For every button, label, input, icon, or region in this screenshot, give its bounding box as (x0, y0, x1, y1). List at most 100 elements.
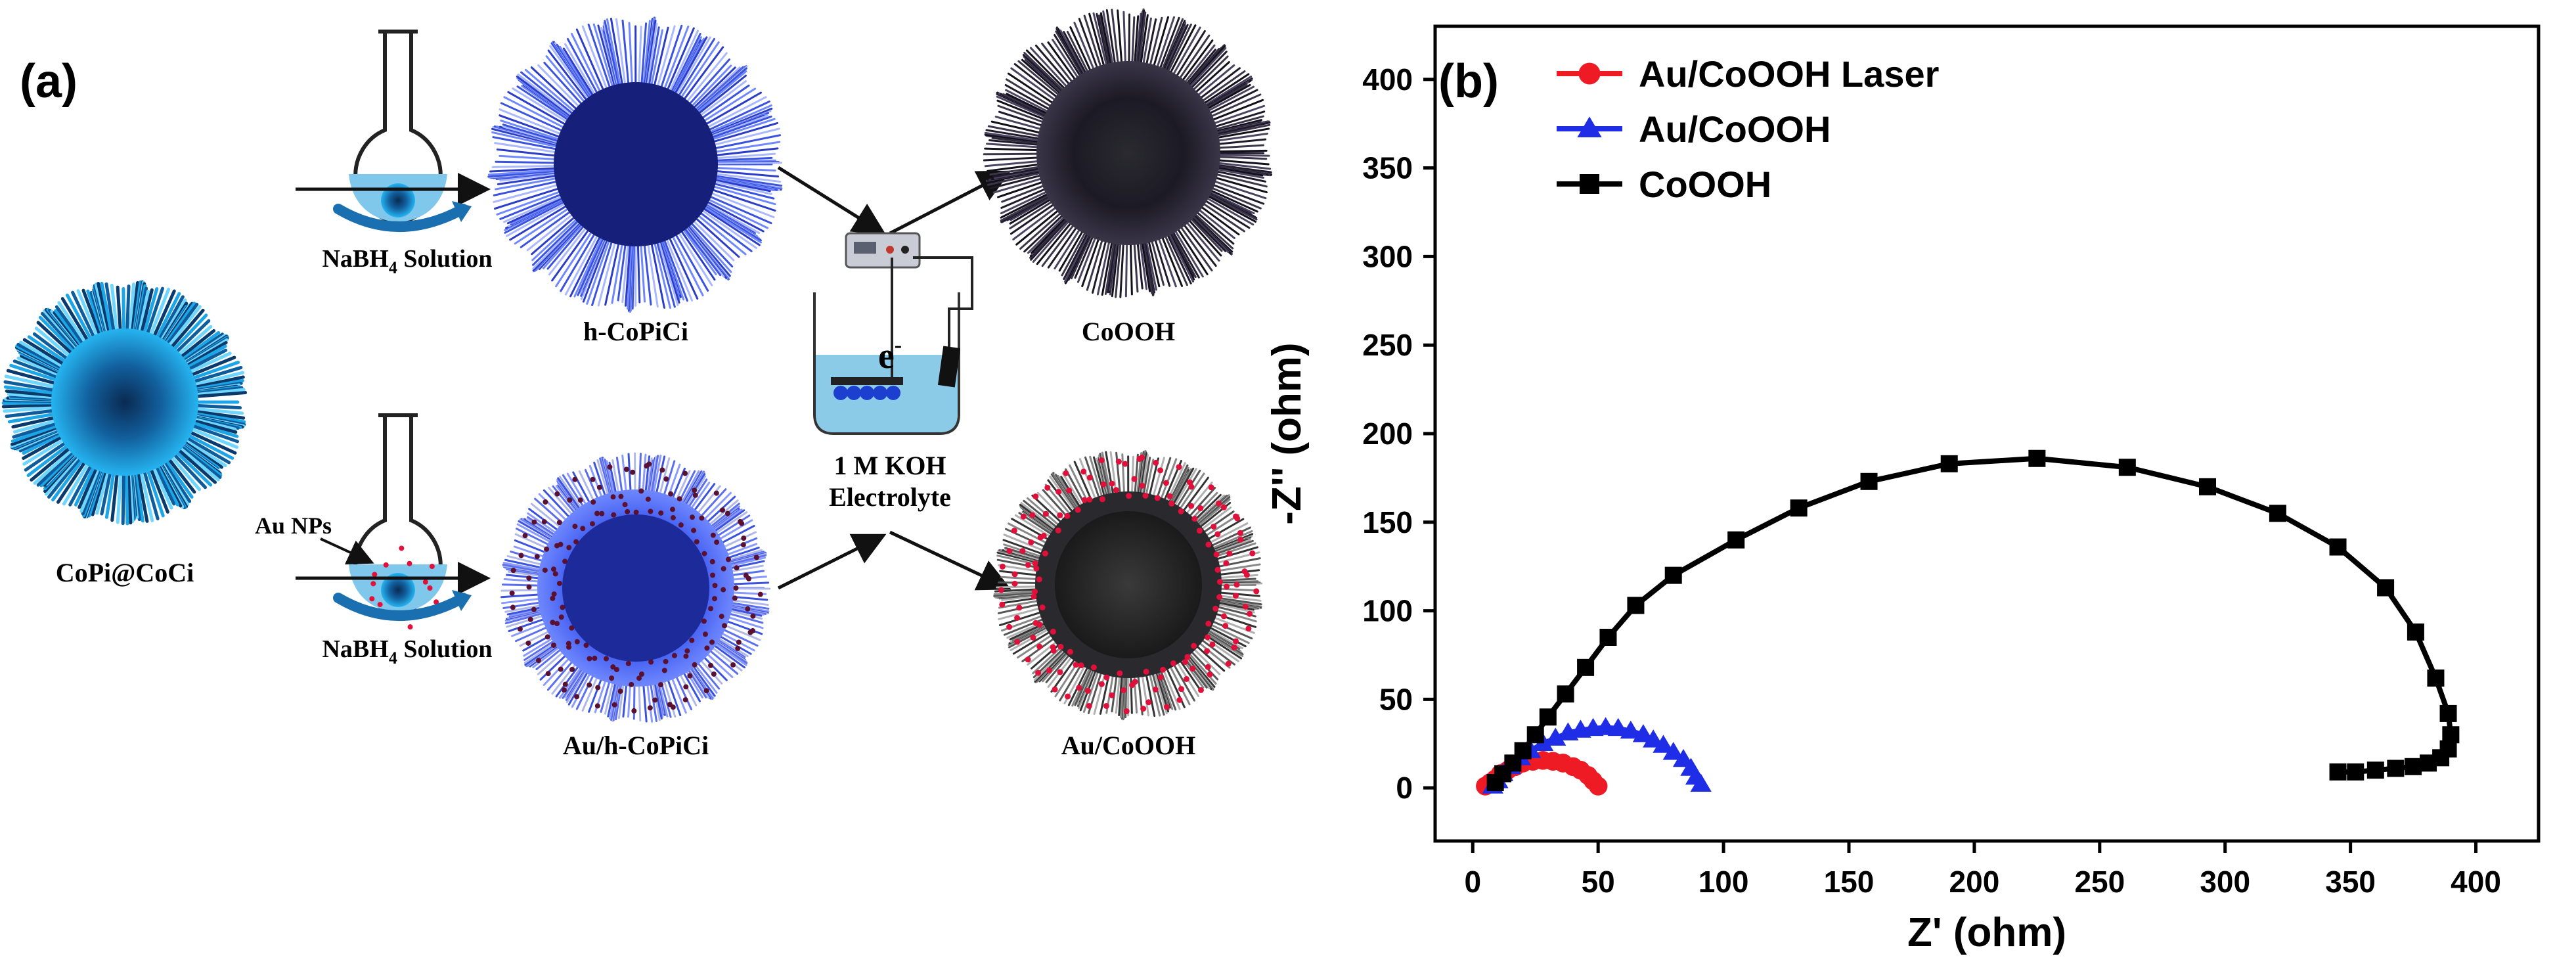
gold-nanoparticle (683, 684, 689, 690)
gold-nanoparticle (703, 688, 709, 694)
au-h-copici-label: Au/h-CoPiCi (563, 731, 709, 760)
gold-nanoparticle (687, 673, 693, 679)
gold-nanoparticle (719, 614, 724, 620)
gold-nanoparticle (590, 476, 596, 482)
gold-nanoparticle (663, 476, 669, 482)
panel-b-label: (b) (1438, 55, 1499, 108)
stirring-arrowhead-top (452, 201, 472, 222)
gold-nanoparticle (1025, 562, 1031, 568)
gold-nanoparticle (562, 681, 568, 687)
gold-nanoparticle (721, 566, 726, 572)
y-tick-label: 300 (1362, 239, 1413, 273)
legend-label: Au/CoOOH (1639, 108, 1831, 150)
gold-nanoparticle (704, 645, 710, 651)
gold-nanoparticle (625, 509, 631, 514)
electrolyte-label-line2: Electrolyte (829, 482, 951, 512)
gold-nanoparticle (1152, 686, 1159, 693)
gold-nanoparticle (544, 546, 550, 552)
gold-nanoparticle (1016, 604, 1023, 611)
gold-nanoparticle (720, 507, 726, 513)
gold-nanoparticle (1234, 515, 1241, 522)
gold-nanoparticle (1188, 484, 1195, 490)
gold-nanoparticle (661, 668, 667, 673)
gold-nanoparticle (1086, 474, 1093, 481)
gold-nanoparticle (518, 553, 524, 558)
gold-nanoparticle (1042, 511, 1049, 517)
gold-nanoparticle (1057, 643, 1064, 650)
gold-nanoparticle (1030, 634, 1036, 641)
gold-nanoparticle (558, 614, 564, 620)
gold-nanoparticle (708, 606, 714, 612)
x-tick-label: 200 (1949, 865, 2000, 899)
flask-particle (381, 183, 415, 217)
gold-nanoparticle (562, 558, 568, 564)
data-point (1578, 62, 1601, 85)
gold-nanoparticle (1160, 666, 1166, 673)
gold-nanoparticle (1011, 528, 1017, 534)
gold-nanoparticle (645, 496, 651, 502)
plot-frame (1433, 24, 2541, 843)
gold-nanoparticle (747, 629, 753, 635)
gold-nanoparticle (611, 512, 617, 518)
gold-nanoparticle (517, 626, 523, 632)
gold-nanoparticle (1109, 480, 1115, 487)
gold-nanoparticle (1224, 583, 1230, 590)
gold-nanoparticle (618, 493, 624, 499)
precursor-core (51, 329, 198, 476)
gold-nanoparticle (1117, 670, 1123, 677)
gold-nanoparticle (1078, 662, 1084, 669)
gold-nanoparticle (730, 662, 736, 668)
gold-nanoparticle (1086, 702, 1092, 709)
catalyst-particle (886, 386, 900, 400)
gold-nanoparticle (525, 640, 531, 646)
gold-nanoparticle (625, 660, 631, 666)
gold-nanoparticle (1139, 454, 1145, 461)
gold-nanoparticle (550, 566, 556, 572)
gold-nanoparticle (1205, 541, 1212, 548)
y-tick-label: 100 (1362, 594, 1413, 628)
h-copici-core (554, 82, 718, 246)
data-point (2347, 763, 2365, 781)
data-point (2329, 538, 2347, 556)
copici-precursor-sphere (1, 280, 248, 526)
data-point (1580, 174, 1599, 194)
legend-entry: CoOOH (1557, 164, 1771, 205)
gold-nanoparticle (1176, 464, 1182, 470)
gold-nanoparticle (558, 666, 564, 672)
catalyst-particle (860, 386, 874, 400)
gold-nanoparticle (577, 497, 583, 503)
gold-nanoparticle (638, 671, 644, 677)
gold-nanoparticle (1205, 620, 1212, 627)
precursor-label: CoPi@CoCi (56, 558, 194, 587)
gold-nanoparticle (712, 583, 718, 589)
gold-nanoparticle (552, 571, 558, 577)
cooh-sphere (983, 8, 1273, 298)
data-point (2199, 478, 2216, 495)
gold-nanoparticle (684, 648, 690, 654)
gold-nanoparticle (724, 511, 730, 516)
gold-nanoparticle (561, 687, 567, 693)
gold-nanoparticle (709, 558, 715, 564)
gold-nanoparticle (630, 469, 636, 475)
gold-nanoparticle (534, 554, 540, 560)
gold-nanoparticle (701, 551, 707, 557)
gold-nanoparticle (1014, 614, 1021, 621)
au-cooh-nanoparticles (998, 454, 1260, 715)
gold-nanoparticle (998, 587, 1004, 593)
gold-nanoparticle (433, 599, 439, 605)
gold-nanoparticle (1140, 706, 1147, 712)
gold-nanoparticle (554, 491, 560, 497)
gold-nanoparticle (682, 470, 688, 476)
gold-nanoparticle (573, 539, 579, 545)
gold-nanoparticle (590, 521, 596, 527)
gold-nanoparticle (427, 585, 433, 591)
gold-nanoparticle (1019, 548, 1026, 555)
data-point (1599, 629, 1617, 646)
gold-nanoparticle (611, 702, 617, 708)
h-copici-label: h-CoPiCi (583, 317, 688, 346)
gold-nanoparticle (999, 601, 1006, 608)
gold-nanoparticle (1170, 660, 1177, 667)
gold-nanoparticle (1020, 513, 1027, 520)
gold-nanoparticle (1196, 528, 1203, 534)
